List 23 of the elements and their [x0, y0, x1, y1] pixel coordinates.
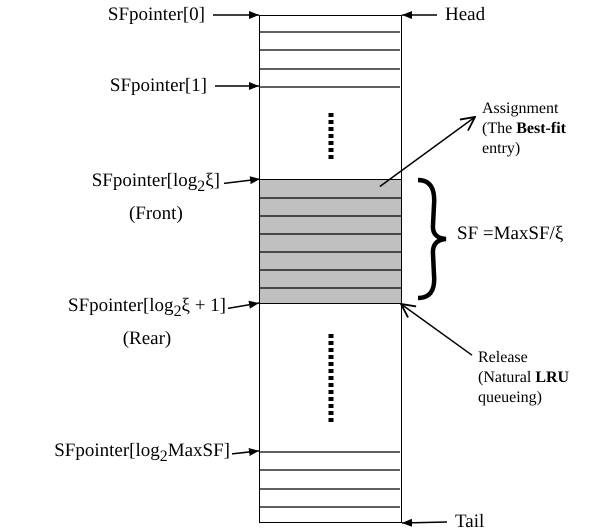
annotation-text: Release (Natural LRU queueing) — [478, 348, 584, 408]
pointer-label: SFpointer[log$_{2}$MaxSF] — [54, 440, 230, 468]
arrow — [379, 116, 476, 188]
arrow — [228, 300, 260, 310]
pointer-caption: (Front) — [128, 202, 184, 226]
arrow — [213, 11, 259, 19]
pointer-label: SFpointer[log$_{2}$ξ + 1] — [68, 294, 226, 322]
queue-column — [259, 15, 402, 523]
formula-label: SF =MaxSF/ξ — [457, 222, 564, 246]
shaded-segment — [260, 179, 401, 304]
arrow — [232, 448, 260, 456]
annotation-text: Assignment (The Best-fit entry) — [482, 99, 582, 159]
arrow — [402, 518, 448, 527]
arrow — [215, 82, 259, 90]
arrow — [224, 176, 260, 184]
pointer-label: SFpointer[log$_{2}$ξ] — [92, 169, 220, 197]
arrow — [402, 11, 437, 19]
pointer-label: Head — [445, 4, 486, 26]
pointer-label: SFpointer[1] — [110, 75, 207, 97]
pointer-caption: (Rear) — [122, 326, 172, 351]
pointer-label: SFpointer[0] — [108, 4, 205, 26]
pointer-label: Tail — [455, 511, 484, 530]
arrow — [400, 303, 472, 356]
